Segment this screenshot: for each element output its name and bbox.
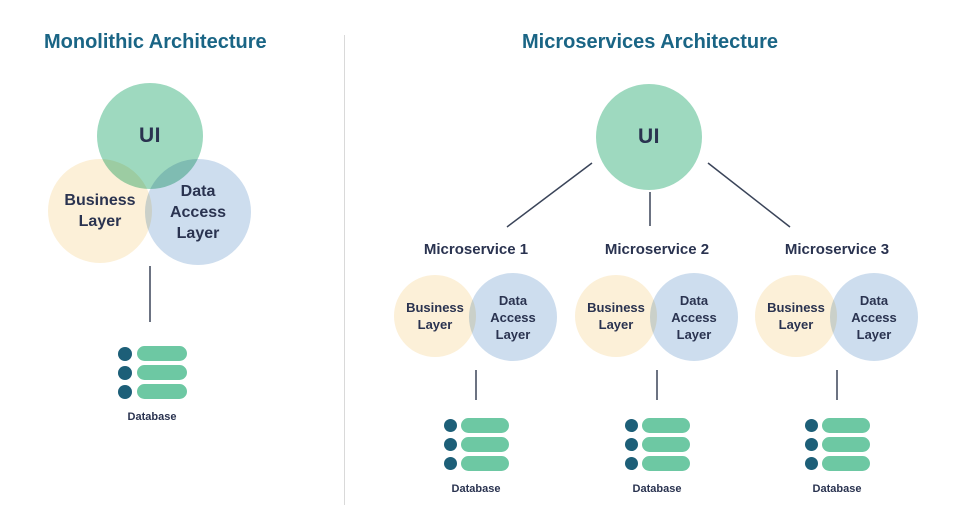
microservices-ui-label: UI: [638, 125, 660, 148]
db-dot: [805, 419, 818, 432]
monolith-data-access-circle: Data Access Layer: [145, 159, 251, 265]
db-row: [625, 437, 690, 452]
db-pill: [461, 418, 509, 433]
db-dot: [118, 384, 132, 399]
db-row: [118, 384, 187, 399]
ui-to-ms1-connector: [506, 162, 593, 228]
db-dot: [805, 457, 818, 470]
ms2-data-access-label: Data Access Layer: [671, 292, 717, 342]
db-pill: [461, 437, 509, 452]
monolith-database-label: Database: [127, 411, 177, 423]
ms2-database-label: Database: [632, 483, 682, 495]
db-row: [444, 437, 509, 452]
db-row: [805, 456, 870, 471]
ms1-business-label: Business Layer: [406, 300, 464, 332]
monolith-data-access-label: Data Access Layer: [169, 182, 227, 242]
ms3-data-access-label: Data Access Layer: [851, 292, 897, 342]
ms3-business-circle: Business Layer: [755, 275, 837, 357]
microservices-ui-circle: UI: [596, 84, 702, 190]
database-rows-icon: [444, 418, 509, 471]
db-row: [444, 418, 509, 433]
microservice-3-label: Microservice 3: [784, 241, 890, 258]
microservice-2-label: Microservice 2: [604, 241, 710, 258]
section-divider: [344, 35, 345, 505]
microservice-1-label: Microservice 1: [423, 241, 529, 258]
db-pill: [137, 346, 187, 361]
db-dot: [444, 438, 457, 451]
monolith-business-label: Business Layer: [64, 192, 136, 230]
db-row: [118, 365, 187, 380]
monolith-business-circle: Business Layer: [48, 159, 152, 263]
db-dot: [625, 457, 638, 470]
db-dot: [625, 419, 638, 432]
db-dot: [805, 438, 818, 451]
ms3-business-label: Business Layer: [767, 300, 825, 332]
db-pill: [137, 384, 187, 399]
db-pill: [642, 437, 690, 452]
db-dot: [444, 457, 457, 470]
database-rows-icon: [118, 346, 187, 399]
db-pill: [642, 418, 690, 433]
db-dot: [625, 438, 638, 451]
db-pill: [822, 456, 870, 471]
db-row: [805, 437, 870, 452]
db-pill: [461, 456, 509, 471]
db-pill: [822, 437, 870, 452]
monolith-ui-label: UI: [139, 124, 161, 147]
db-pill: [822, 418, 870, 433]
db-dot: [118, 365, 132, 380]
ms1-data-access-circle: Data Access Layer: [469, 273, 557, 361]
db-dot: [118, 346, 132, 361]
monolithic-title: Monolithic Architecture: [44, 31, 267, 53]
microservices-title: Microservices Architecture: [522, 31, 779, 53]
db-dot: [444, 419, 457, 432]
ms3-database-label: Database: [812, 483, 862, 495]
ms1-data-access-label: Data Access Layer: [490, 292, 536, 342]
db-row: [625, 418, 690, 433]
database-rows-icon: [805, 418, 870, 471]
ms2-data-access-circle: Data Access Layer: [650, 273, 738, 361]
ms2-business-label: Business Layer: [587, 300, 645, 332]
ms1-business-circle: Business Layer: [394, 275, 476, 357]
db-row: [118, 346, 187, 361]
ms2-business-circle: Business Layer: [575, 275, 657, 357]
db-row: [805, 418, 870, 433]
db-row: [444, 456, 509, 471]
ms3-data-access-circle: Data Access Layer: [830, 273, 918, 361]
db-pill: [137, 365, 187, 380]
database-rows-icon: [625, 418, 690, 471]
ui-to-ms3-connector: [707, 162, 791, 228]
db-row: [625, 456, 690, 471]
db-pill: [642, 456, 690, 471]
ms1-database-label: Database: [451, 483, 501, 495]
